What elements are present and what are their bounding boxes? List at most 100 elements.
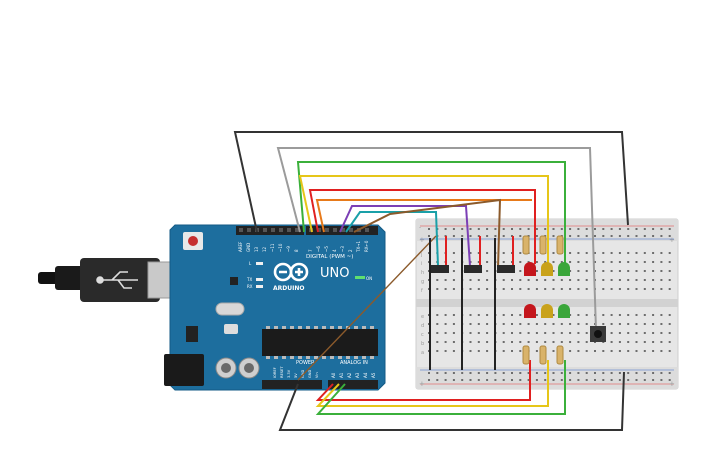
breadboard-hole[interactable] <box>469 288 472 290</box>
breadboard-hole[interactable] <box>552 379 555 381</box>
breadboard-hole[interactable] <box>544 279 547 281</box>
breadboard-hole[interactable] <box>635 235 638 237</box>
breadboard-hole[interactable] <box>502 341 505 343</box>
usb-cable[interactable] <box>38 258 179 302</box>
breadboard-hole[interactable] <box>668 323 671 325</box>
breadboard-hole[interactable] <box>643 252 646 254</box>
breadboard-hole[interactable] <box>469 332 472 334</box>
breadboard-hole[interactable] <box>469 379 472 381</box>
breadboard-hole[interactable] <box>602 279 605 281</box>
breadboard-hole[interactable] <box>585 228 588 230</box>
breadboard-hole[interactable] <box>560 341 563 343</box>
breadboard-hole[interactable] <box>569 341 572 343</box>
breadboard-hole[interactable] <box>527 372 530 374</box>
breadboard-hole[interactable] <box>552 288 555 290</box>
breadboard-hole[interactable] <box>660 235 663 237</box>
breadboard-hole[interactable] <box>627 235 630 237</box>
breadboard-hole[interactable] <box>511 379 513 381</box>
breadboard-hole[interactable] <box>436 341 439 343</box>
breadboard-hole[interactable] <box>544 372 547 374</box>
breadboard-hole[interactable] <box>610 261 613 263</box>
breadboard-hole[interactable] <box>594 372 596 374</box>
breadboard-hole[interactable] <box>602 270 605 272</box>
breadboard-hole[interactable] <box>668 288 671 290</box>
breadboard-hole[interactable] <box>643 323 646 325</box>
breadboard-hole[interactable] <box>477 279 480 281</box>
breadboard-hole[interactable] <box>452 314 455 316</box>
breadboard-hole[interactable] <box>660 372 663 374</box>
breadboard-hole[interactable] <box>519 332 522 334</box>
breadboard-hole[interactable] <box>502 228 505 230</box>
breadboard-hole[interactable] <box>594 261 596 263</box>
breadboard-hole[interactable] <box>577 288 580 290</box>
breadboard-hole[interactable] <box>652 235 655 237</box>
breadboard-hole[interactable] <box>660 261 663 263</box>
breadboard-hole[interactable] <box>511 341 513 343</box>
breadboard-hole[interactable] <box>652 288 655 290</box>
breadboard-hole[interactable] <box>527 332 530 334</box>
breadboard-hole[interactable] <box>511 228 513 230</box>
breadboard-hole[interactable] <box>494 228 497 230</box>
breadboard-hole[interactable] <box>652 379 655 381</box>
breadboard-hole[interactable] <box>618 228 621 230</box>
breadboard-hole[interactable] <box>552 252 555 254</box>
breadboard-hole[interactable] <box>552 270 555 272</box>
breadboard-hole[interactable] <box>569 261 572 263</box>
breadboard-hole[interactable] <box>652 323 655 325</box>
breadboard-hole[interactable] <box>668 350 671 352</box>
breadboard-hole[interactable] <box>635 372 638 374</box>
breadboard-hole[interactable] <box>544 332 547 334</box>
breadboard-hole[interactable] <box>544 379 547 381</box>
breadboard-hole[interactable] <box>660 323 663 325</box>
breadboard-hole[interactable] <box>585 235 588 237</box>
breadboard-hole[interactable] <box>602 350 605 352</box>
breadboard-hole[interactable] <box>668 341 671 343</box>
breadboard-hole[interactable] <box>452 372 455 374</box>
breadboard-hole[interactable] <box>610 228 613 230</box>
breadboard-hole[interactable] <box>569 323 572 325</box>
breadboard-hole[interactable] <box>477 228 480 230</box>
breadboard-hole[interactable] <box>452 270 455 272</box>
breadboard-hole[interactable] <box>610 379 613 381</box>
breadboard-hole[interactable] <box>668 252 671 254</box>
breadboard-hole[interactable] <box>652 350 655 352</box>
breadboard-hole[interactable] <box>635 323 638 325</box>
breadboard-hole[interactable] <box>618 261 621 263</box>
breadboard-hole[interactable] <box>627 228 630 230</box>
breadboard-hole[interactable] <box>511 332 513 334</box>
breadboard-hole[interactable] <box>552 341 555 343</box>
breadboard-hole[interactable] <box>436 372 439 374</box>
breadboard-hole[interactable] <box>652 341 655 343</box>
breadboard-hole[interactable] <box>594 252 596 254</box>
breadboard-hole[interactable] <box>527 279 530 281</box>
breadboard-hole[interactable] <box>569 372 572 374</box>
breadboard-hole[interactable] <box>635 379 638 381</box>
breadboard-hole[interactable] <box>627 323 630 325</box>
breadboard-hole[interactable] <box>602 379 605 381</box>
breadboard-hole[interactable] <box>668 270 671 272</box>
breadboard-hole[interactable] <box>452 288 455 290</box>
breadboard-hole[interactable] <box>569 270 572 272</box>
breadboard-hole[interactable] <box>660 270 663 272</box>
breadboard-hole[interactable] <box>552 332 555 334</box>
breadboard-hole[interactable] <box>585 350 588 352</box>
breadboard-hole[interactable] <box>627 288 630 290</box>
breadboard-hole[interactable] <box>535 279 538 281</box>
breadboard-hole[interactable] <box>643 288 646 290</box>
breadboard-hole[interactable] <box>577 228 580 230</box>
breadboard-hole[interactable] <box>511 314 513 316</box>
breadboard-hole[interactable] <box>502 261 505 263</box>
breadboard-hole[interactable] <box>652 228 655 230</box>
breadboard-hole[interactable] <box>461 372 464 374</box>
breadboard-hole[interactable] <box>569 279 572 281</box>
breadboard-hole[interactable] <box>535 252 538 254</box>
breadboard-hole[interactable] <box>610 270 613 272</box>
breadboard-hole[interactable] <box>486 288 489 290</box>
breadboard-hole[interactable] <box>610 341 613 343</box>
breadboard-hole[interactable] <box>610 350 613 352</box>
breadboard-hole[interactable] <box>502 350 505 352</box>
breadboard-hole[interactable] <box>635 270 638 272</box>
breadboard-hole[interactable] <box>627 252 630 254</box>
breadboard-hole[interactable] <box>502 372 505 374</box>
breadboard-hole[interactable] <box>577 252 580 254</box>
